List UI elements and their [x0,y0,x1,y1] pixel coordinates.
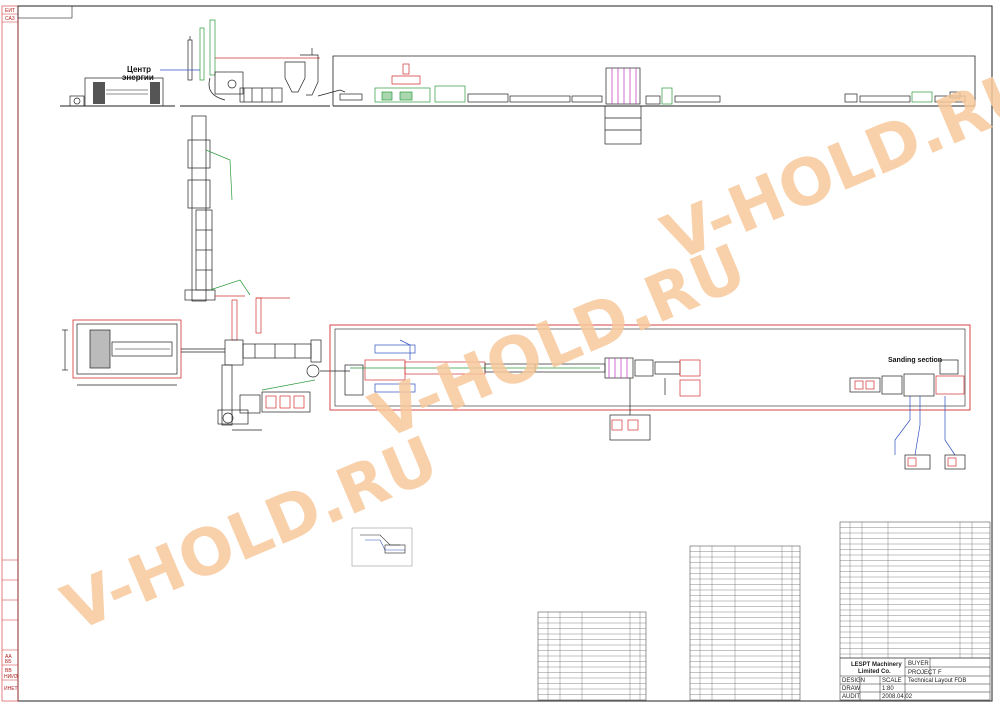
dryer-drum [239,87,283,103]
watermark-1: V-HOLD.RU [52,423,448,647]
watermark-layer: V-HOLD.RU V-HOLD.RU V-HOLD.RU [52,53,1000,647]
left-margin-strip [1,5,19,702]
chimney [187,39,193,81]
parts-list-table-3 [839,521,991,659]
drawing-title: Technical Layout FDB [908,678,966,684]
vertical-silo-tower [184,115,290,341]
scale-value: 1:80 [882,686,894,692]
cyclone [284,61,306,93]
margin-code-aa: АА [5,654,12,660]
detail-section-view [351,527,413,567]
margin-code-2: СА3 [5,16,15,22]
margin-code-1: ЕИТ [5,8,15,14]
hot-press [605,67,641,105]
company-name-line1: LESPT Machinery [851,662,902,668]
project-label: PROJECT [908,670,936,676]
scale-label: SCALE [882,678,902,684]
corner-stamp [17,5,73,19]
energy-center-label-line2: энергии [122,73,154,82]
design-label: DESIGN [842,678,865,684]
margin-code-vv: ВВ [5,668,12,674]
buyer-label: BUYER [908,661,929,667]
parts-list-table-2 [689,545,801,701]
production-hall-plan [329,324,971,470]
margin-code-inet: ИНЕТ [4,686,18,692]
dryer-plan [217,339,350,431]
elevation-view [60,19,976,145]
audit-label: AUDIT [842,694,860,700]
date-value: 2008.04.02 [882,694,913,700]
watermark-3: V-HOLD.RU [652,53,1000,277]
company-name-line2: Limited Co. [858,669,891,675]
margin-code-niiz: НИИЗ [4,674,18,680]
main-plant-hall [332,55,976,106]
margin-lower-codes: АА ВВ ББ НИИЗ ИНЕТ [2,559,18,692]
heat-plant-plan [62,319,225,386]
draw-label: DRAW [842,686,860,692]
project-value: F [938,670,942,676]
parts-list-table-1 [537,611,647,701]
title-block [839,657,991,701]
margin-code-bb: ББ [5,659,12,665]
energy-center-label-line1: Центр [127,65,151,74]
sanding-section-label: Sanding section [888,357,942,364]
